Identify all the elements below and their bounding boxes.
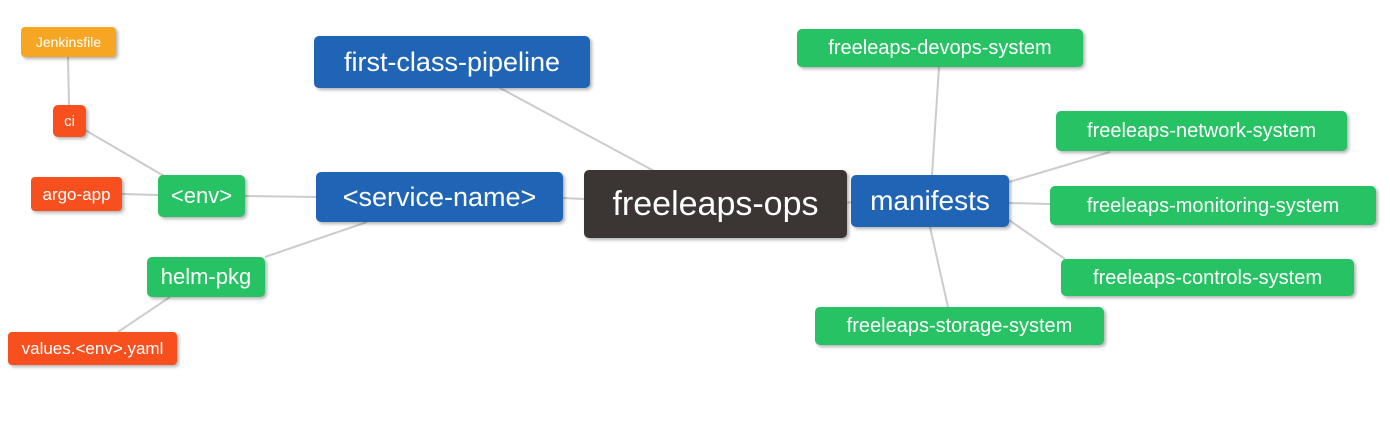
- node-argo-app[interactable]: argo-app: [31, 177, 122, 211]
- node-first-class-pipeline[interactable]: first-class-pipeline: [314, 36, 590, 88]
- edge-manifests-storage: [929, 226, 949, 308]
- node-freeleaps-monitoring-system[interactable]: freeleaps-monitoring-system: [1050, 186, 1376, 225]
- node-ci[interactable]: ci: [53, 105, 86, 137]
- edge-manifests-devops: [931, 66, 940, 176]
- node-manifests[interactable]: manifests: [851, 175, 1009, 227]
- node-values-env-yaml[interactable]: values.<env>.yaml: [8, 332, 177, 365]
- edge-manifests-controls: [1008, 219, 1066, 260]
- node-service-name[interactable]: <service-name>: [316, 172, 563, 222]
- edge-manifests-network: [1008, 151, 1111, 183]
- node-freeleaps-devops-system[interactable]: freeleaps-devops-system: [797, 29, 1083, 67]
- node-env[interactable]: <env>: [158, 175, 245, 217]
- edge-env-service-name: [244, 195, 317, 198]
- edge-helm-pkg-service-name: [264, 221, 368, 258]
- edge-manifests-monitoring: [1008, 202, 1051, 205]
- edge-service-freeleaps-ops: [562, 197, 585, 200]
- edge-argo-app-env: [121, 193, 159, 196]
- edge-ci-env: [84, 129, 165, 177]
- node-helm-pkg[interactable]: helm-pkg: [147, 257, 265, 297]
- node-freeleaps-storage-system[interactable]: freeleaps-storage-system: [815, 307, 1104, 345]
- node-freeleaps-network-system[interactable]: freeleaps-network-system: [1056, 111, 1347, 151]
- node-jenkinsfile[interactable]: Jenkinsfile: [21, 27, 116, 57]
- edge-values-helm-pkg: [117, 296, 171, 333]
- edge-pipeline-freeleaps-ops: [499, 87, 655, 172]
- node-freeleaps-controls-system[interactable]: freeleaps-controls-system: [1061, 259, 1354, 296]
- node-freeleaps-ops[interactable]: freeleaps-ops: [584, 170, 847, 238]
- edge-jenkinsfile-ci: [67, 56, 70, 106]
